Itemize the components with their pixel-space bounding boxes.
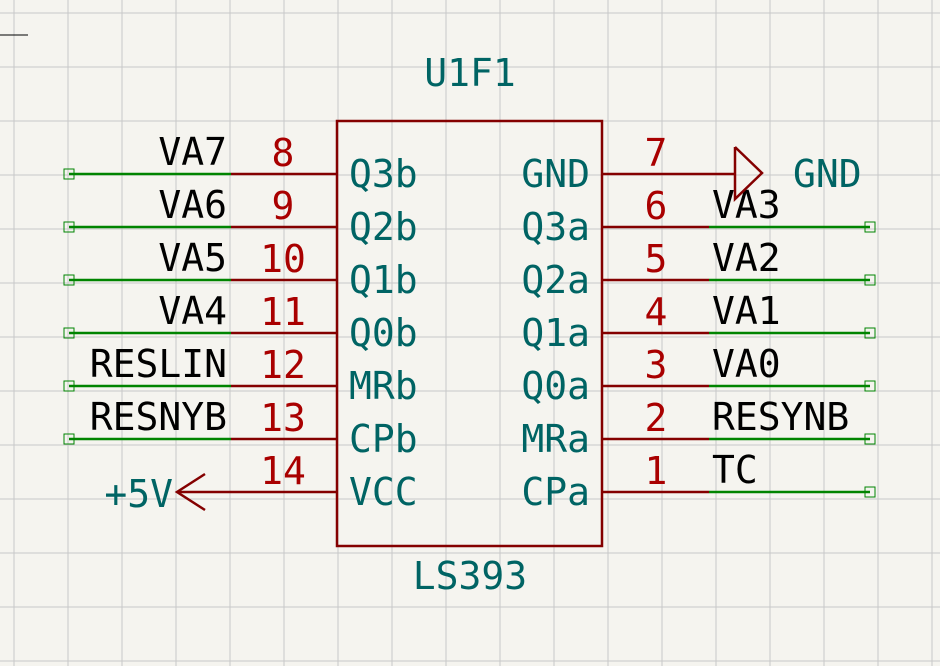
- pin-number: 4: [645, 290, 668, 334]
- vcc-power-label: +5V: [104, 472, 173, 516]
- pin-name: CPb: [349, 417, 418, 461]
- pin-number: 1: [645, 449, 668, 493]
- pin-9[interactable]: 9 Q2b VA6: [63, 183, 418, 249]
- pin-10[interactable]: 10 Q1b VA5: [63, 236, 418, 302]
- pin-12[interactable]: 12 MRb RESLIN: [63, 342, 418, 408]
- net-label: VA6: [158, 183, 227, 227]
- wire-endpoint[interactable]: [864, 486, 876, 498]
- net-label: VA5: [158, 236, 227, 280]
- wire-endpoint[interactable]: [63, 433, 75, 445]
- wire-endpoint[interactable]: [864, 380, 876, 392]
- pin-7[interactable]: 7 GND: [521, 131, 735, 196]
- pin-name: MRb: [349, 364, 418, 408]
- wire-endpoint[interactable]: [864, 221, 876, 233]
- net-label: RESNYB: [90, 395, 227, 439]
- pin-name: Q1b: [349, 258, 418, 302]
- pin-3[interactable]: 3 Q0a VA0: [521, 342, 876, 408]
- pin-name: Q3b: [349, 152, 418, 196]
- net-label: VA4: [158, 289, 227, 333]
- pin-name: Q1a: [521, 311, 590, 355]
- pin-name: GND: [521, 152, 590, 196]
- pin-number: 13: [260, 396, 306, 440]
- wire-endpoint[interactable]: [63, 221, 75, 233]
- gnd-power-label: GND: [793, 152, 862, 196]
- wire-endpoint[interactable]: [63, 274, 75, 286]
- component-reference: U1F1: [424, 51, 516, 95]
- pin-number: 2: [645, 396, 668, 440]
- wire-endpoint[interactable]: [63, 327, 75, 339]
- net-label: TC: [712, 448, 758, 492]
- net-label: VA7: [158, 130, 227, 174]
- pin-14[interactable]: 14 VCC: [178, 449, 418, 514]
- pin-number: 10: [260, 237, 306, 281]
- wire-endpoint[interactable]: [864, 327, 876, 339]
- pin-number: 11: [260, 290, 306, 334]
- pin-number: 14: [260, 449, 306, 493]
- pin-4[interactable]: 4 Q1a VA1: [521, 289, 876, 355]
- pin-name: Q0a: [521, 364, 590, 408]
- pin-8[interactable]: 8 Q3b VA7: [63, 130, 418, 196]
- net-label: VA1: [712, 289, 781, 333]
- pin-number: 6: [645, 184, 668, 228]
- net-label: VA2: [712, 236, 781, 280]
- pin-number: 9: [272, 184, 295, 228]
- gnd-power-arrow: [733, 146, 764, 202]
- left-pin-group: 8 Q3b VA7 9 Q2b VA6 10 Q1b VA5 11 Q0b VA4 12 MRb RESLI…: [63, 130, 418, 514]
- pin-number: 3: [645, 343, 668, 387]
- pin-number: 12: [260, 343, 306, 387]
- pin-name: Q2a: [521, 258, 590, 302]
- net-label: RESYNB: [712, 395, 849, 439]
- pin-13[interactable]: 13 CPb RESNYB: [63, 395, 418, 461]
- pin-6[interactable]: 6 Q3a VA3: [521, 183, 876, 249]
- net-label: VA3: [712, 183, 781, 227]
- pin-11[interactable]: 11 Q0b VA4: [63, 289, 418, 355]
- pin-name: Q2b: [349, 205, 418, 249]
- net-label: VA0: [712, 342, 781, 386]
- pin-name: MRa: [521, 417, 590, 461]
- pin-1[interactable]: 1 CPa TC: [521, 448, 876, 514]
- wire-endpoint[interactable]: [63, 168, 75, 180]
- pin-number: 8: [272, 131, 295, 175]
- pin-2[interactable]: 2 MRa RESYNB: [521, 395, 876, 461]
- pin-name: Q3a: [521, 205, 590, 249]
- wire-endpoint[interactable]: [63, 380, 75, 392]
- component-value: LS393: [413, 554, 527, 598]
- pin-5[interactable]: 5 Q2a VA2: [521, 236, 876, 302]
- wire-endpoint[interactable]: [864, 274, 876, 286]
- pin-name: CPa: [521, 470, 590, 514]
- net-label: RESLIN: [90, 342, 227, 386]
- vcc-power-symbol[interactable]: +5V: [104, 472, 206, 516]
- wire-endpoint[interactable]: [864, 433, 876, 445]
- vcc-power-arrow: [174, 472, 206, 512]
- right-pin-group: 7 GND 6 Q3a VA3 5 Q2a VA2 4 Q1a VA1 3 Q0a VA0 2 MRa RESY…: [521, 131, 876, 514]
- pin-number: 7: [645, 131, 668, 175]
- gnd-power-symbol[interactable]: GND: [733, 146, 862, 202]
- pin-number: 5: [645, 237, 668, 281]
- pin-name: Q0b: [349, 311, 418, 355]
- pin-name: VCC: [349, 470, 418, 514]
